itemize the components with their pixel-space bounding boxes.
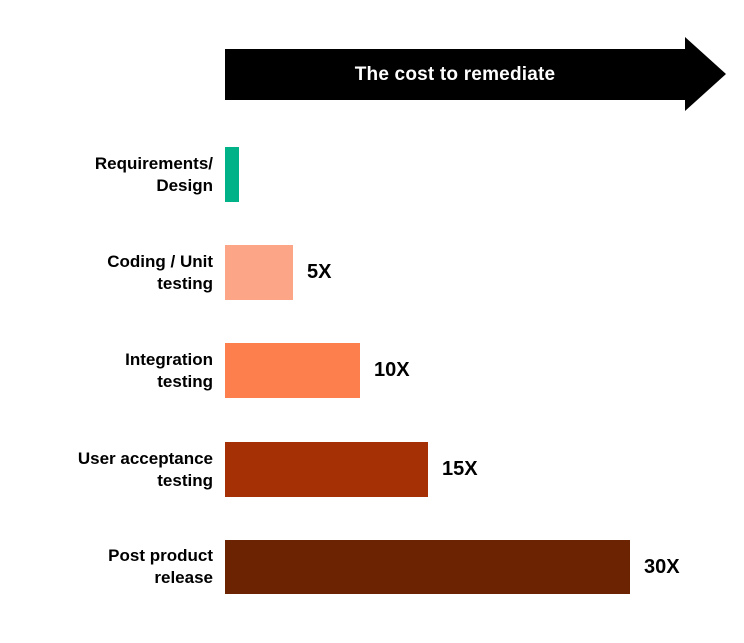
chart-row: Post product release 30X (0, 540, 744, 594)
arrow-head-icon (685, 37, 726, 111)
category-label: Requirements/ Design (0, 153, 213, 197)
category-label-line: Coding / Unit (107, 251, 213, 271)
chart-row: Requirements/ Design (0, 147, 744, 202)
category-label-line: Integration (125, 349, 213, 369)
title-arrow-body: The cost to remediate (225, 49, 685, 100)
chart-row: User acceptance testing 15X (0, 442, 744, 497)
category-label-line: Post product (108, 546, 213, 565)
value-label: 30X (644, 555, 680, 578)
value-label: 5X (307, 261, 332, 283)
chart-row: Integration testing 10X (0, 343, 744, 398)
category-label: Post product release (0, 545, 213, 589)
category-label-line: release (154, 568, 213, 587)
category-label-line: testing (157, 371, 213, 391)
category-label-line: User acceptance (77, 448, 213, 468)
bar (225, 442, 428, 497)
category-label: Coding / Unit testing (0, 251, 213, 295)
category-label-line: testing (157, 470, 213, 490)
category-label-line: testing (157, 273, 213, 293)
value-label: 10X (374, 359, 410, 381)
category-label: Integration testing (0, 349, 213, 393)
bar (225, 147, 239, 202)
value-label: 15X (442, 458, 478, 480)
chart-title: The cost to remediate (354, 63, 556, 85)
category-label: User acceptance testing (0, 448, 213, 492)
bar (225, 343, 360, 398)
chart-row: Coding / Unit testing 5X (0, 245, 744, 300)
title-arrow: The cost to remediate (225, 37, 726, 111)
bar (225, 245, 293, 300)
category-label-line: Requirements/ (94, 153, 213, 173)
category-label-line: Design (156, 175, 213, 195)
bar (225, 540, 630, 594)
